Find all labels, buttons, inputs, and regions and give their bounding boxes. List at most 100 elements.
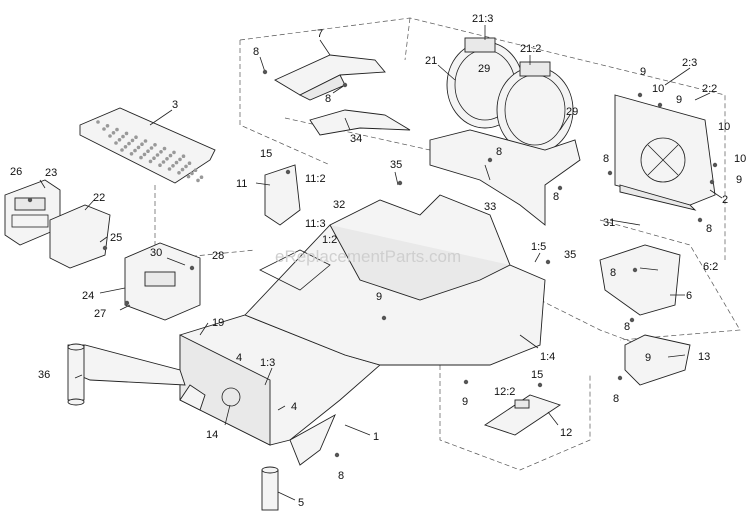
perforation-hole (167, 167, 172, 171)
tank-strap-part-21-2 (496, 61, 574, 154)
callout-36: 36 (38, 369, 50, 381)
callout-2-3: 2:3 (682, 57, 697, 69)
callout-21: 21 (425, 55, 437, 67)
callout-13: 13 (698, 351, 710, 363)
bolt-icon (629, 317, 635, 323)
callout-35: 35 (564, 249, 576, 261)
leader-lines (39, 25, 723, 501)
perforation-hole (127, 141, 131, 146)
perforation-hole (149, 146, 154, 150)
callout-8: 8 (338, 470, 344, 482)
callout-10: 10 (734, 153, 746, 165)
bolt-icon (285, 169, 291, 175)
callout-30: 30 (150, 247, 162, 259)
perforation-hole (171, 164, 175, 168)
bolt-icon (657, 102, 663, 108)
callout-24: 24 (82, 290, 94, 302)
callout-9: 9 (462, 396, 468, 408)
control-panel-part-23 (4, 179, 61, 246)
perforation-hole (102, 127, 106, 131)
callout-1-3: 1:3 (260, 357, 275, 369)
callout-9: 9 (676, 94, 682, 106)
bolt-icon (487, 157, 493, 163)
callout-19: 19 (212, 317, 224, 329)
perforation-hole (129, 152, 134, 156)
callout-8: 8 (496, 146, 502, 158)
perforation-hole (153, 143, 157, 147)
perforation-hole (130, 138, 135, 143)
bolt-icon (697, 217, 703, 223)
callout-10: 10 (718, 121, 730, 133)
bolt-icon (637, 92, 643, 98)
callout-1-5: 1:5 (531, 241, 546, 253)
callout-5: 5 (298, 497, 304, 509)
callout-9: 9 (376, 291, 382, 303)
callout-29: 29 (566, 106, 578, 118)
main-frame-part-1 (179, 194, 546, 466)
perforation-hole (108, 134, 112, 138)
perforation-hole (168, 153, 173, 158)
callout-1: 1 (373, 431, 379, 443)
callout-8: 8 (603, 153, 609, 165)
perforation-hole (161, 160, 166, 164)
bolt-icon (537, 382, 543, 388)
tank-support-part-33 (429, 129, 581, 226)
callout-8: 8 (325, 93, 331, 105)
perforation-hole (180, 167, 185, 172)
bolt-icon (189, 265, 195, 271)
perforation-hole (134, 135, 138, 139)
bolt-icon (334, 452, 340, 458)
bolt-icon (342, 82, 348, 88)
perforation-hole (96, 120, 100, 124)
callout-33: 33 (484, 201, 496, 213)
perforation-hole (152, 156, 156, 160)
callout-11: 11 (236, 178, 247, 190)
bolt-icon (27, 197, 33, 203)
spindle-part-5 (261, 466, 279, 511)
callout-2-2: 2:2 (702, 83, 717, 95)
callout-10: 10 (652, 83, 664, 95)
perforation-hole (162, 146, 167, 151)
perforation-hole (158, 163, 162, 167)
callout-35: 35 (390, 159, 402, 171)
callout-32: 32 (333, 199, 345, 211)
callout-28: 28 (212, 250, 224, 262)
perforation-hole (117, 138, 122, 142)
callout-3: 3 (172, 99, 178, 111)
perforation-hole (123, 145, 128, 149)
perforation-hole (142, 152, 147, 157)
perforation-hole (124, 131, 129, 136)
perforation-hole (186, 174, 191, 179)
bolt-icon (463, 379, 469, 385)
axle-arm-part-36 (67, 343, 186, 406)
callout-8: 8 (253, 46, 259, 58)
watermark: eReplacementParts.com (275, 247, 461, 266)
callout-15: 15 (531, 369, 543, 381)
perforation-hole (155, 153, 160, 157)
bolt-icon (381, 315, 387, 321)
callout-9: 9 (736, 174, 742, 186)
perforation-hole (114, 141, 118, 145)
callout-27: 27 (94, 308, 106, 320)
callout-8: 8 (706, 223, 712, 235)
plate-part-12 (483, 394, 562, 436)
callout-29: 29 (478, 63, 490, 75)
callout-23: 23 (45, 167, 57, 179)
panel-part-22 (49, 204, 111, 269)
perforation-holes (96, 120, 204, 183)
callout-14: 14 (206, 429, 218, 441)
side-plate-part-2 (614, 94, 716, 211)
callout-11-3: 11:3 (305, 218, 326, 230)
callout-9: 9 (645, 352, 651, 364)
bracket-part-11 (264, 164, 301, 226)
bolt-icon (102, 245, 108, 251)
perforation-hole (159, 150, 163, 154)
perforation-hole (105, 124, 110, 128)
bolt-icon (712, 162, 718, 168)
perforation-hole (120, 148, 124, 152)
step-plate-part-3 (79, 107, 216, 184)
callout-34: 34 (350, 133, 362, 145)
perforation-hole (136, 145, 141, 150)
perforation-hole (121, 134, 125, 139)
